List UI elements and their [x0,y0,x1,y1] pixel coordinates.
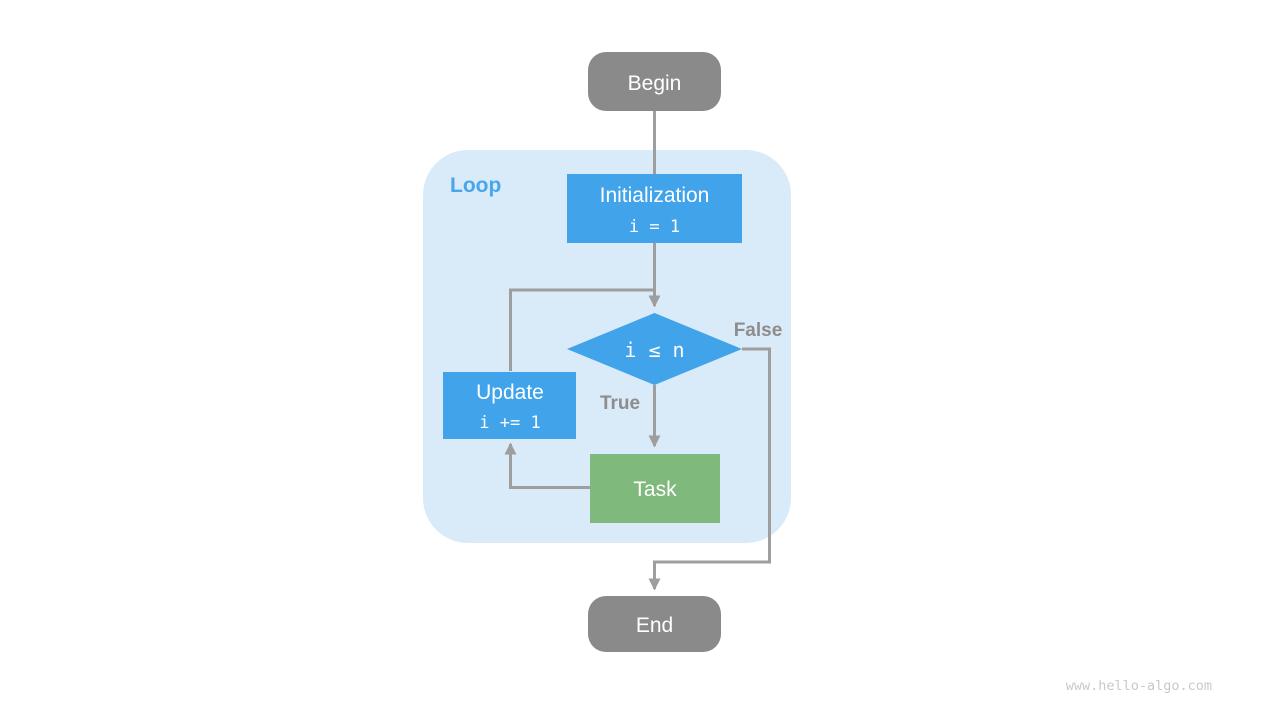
edge-update-to-condition [509,288,655,371]
node-condition-shape [567,313,742,385]
node-end-shape [588,596,721,652]
node-task-label: Task [633,478,677,501]
node-initialization-label: Initialization [600,184,710,207]
node-update-shape [443,372,576,439]
node-condition-code: i ≤ n [624,338,684,362]
node-initialization-code: i = 1 [629,217,680,237]
node-task: Task [590,454,720,523]
node-condition: i ≤ n [567,313,742,385]
node-update-label: Update [476,381,544,404]
edge-condition-false-to-end [648,347,771,591]
node-update: Update i += 1 [443,372,576,439]
node-begin: Begin [588,52,721,111]
node-update-code: i += 1 [479,413,540,433]
node-task-shape [590,454,720,523]
node-end-label: End [636,614,673,637]
edge-label-false: False [734,320,783,341]
edge-task-to-update [504,442,590,489]
edge-label-true: True [600,393,640,414]
loop-container-label: Loop [450,174,501,197]
node-begin-label: Begin [628,72,682,95]
node-end: End [588,596,721,652]
node-initialization: Initialization i = 1 [567,174,742,243]
node-initialization-shape [567,174,742,243]
watermark-text: www.hello-algo.com [1066,678,1212,694]
node-begin-shape [588,52,721,111]
